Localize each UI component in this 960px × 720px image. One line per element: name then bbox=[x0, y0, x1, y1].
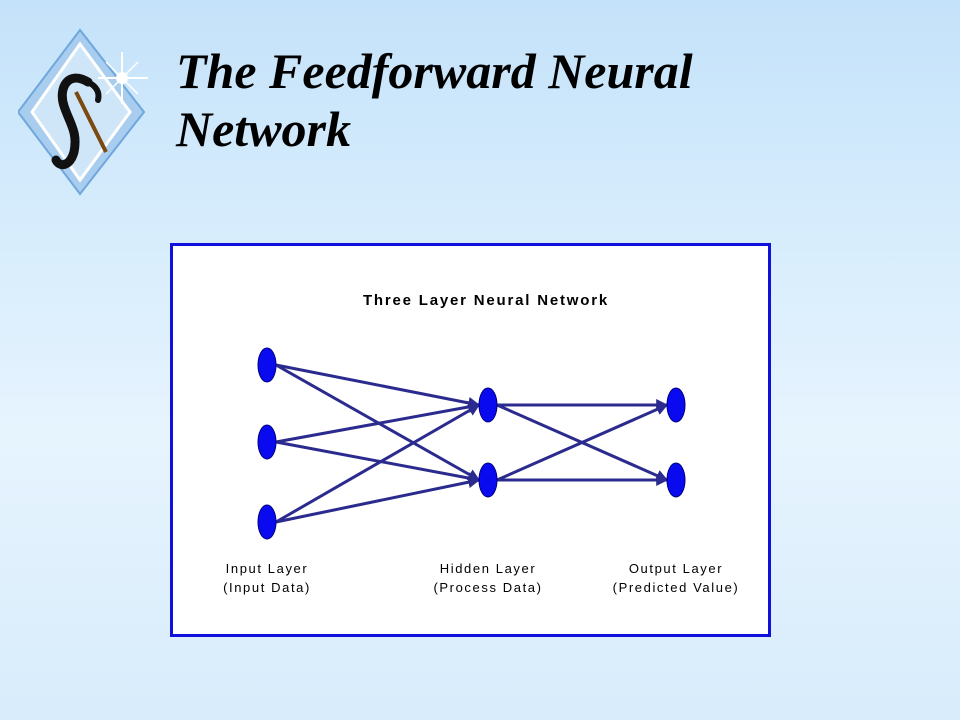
neuron-node-layer0-2 bbox=[257, 504, 277, 540]
layer-sublabel-2: (Predicted Value) bbox=[613, 580, 740, 595]
network-diagram-frame: Three Layer Neural Network Input Layer (I… bbox=[170, 243, 771, 637]
neuron-node-layer0-0 bbox=[257, 347, 277, 383]
layer-label-0: Input Layer bbox=[226, 561, 309, 576]
neuron-node-layer2-0 bbox=[666, 387, 686, 423]
connection-arrow-l0-n1-to-n1 bbox=[275, 440, 481, 484]
neuron-node-layer1-0 bbox=[478, 387, 498, 423]
layer-label-1: Hidden Layer bbox=[440, 561, 537, 576]
logo-icon bbox=[18, 28, 148, 196]
slide-title: The Feedforward Neural Network bbox=[176, 42, 936, 158]
connection-arrow-l0-n0-to-n0 bbox=[275, 363, 481, 409]
network-diagram: Three Layer Neural Network Input Layer (I… bbox=[223, 292, 740, 595]
layer-label-2: Output Layer bbox=[629, 561, 723, 576]
connection-arrow-l1-n1-to-n0 bbox=[496, 403, 669, 482]
connection-arrow-l0-n2-to-n0 bbox=[275, 403, 481, 524]
slide-title-line-1: The Feedforward Neural bbox=[176, 43, 693, 99]
sparkle-icon bbox=[98, 52, 148, 104]
connection-arrow-l0-n1-to-n0 bbox=[275, 401, 481, 444]
neuron-node-layer1-1 bbox=[478, 462, 498, 498]
layer-sublabel-0: (Input Data) bbox=[223, 580, 311, 595]
layer-sublabel-1: (Process Data) bbox=[433, 580, 542, 595]
slide-title-line-2: Network bbox=[176, 101, 351, 157]
diagram-title: Three Layer Neural Network bbox=[363, 292, 609, 309]
connection-arrow-l0-n2-to-n1 bbox=[275, 476, 481, 524]
neuron-node-layer2-1 bbox=[666, 462, 686, 498]
neuron-node-layer0-1 bbox=[257, 424, 277, 460]
